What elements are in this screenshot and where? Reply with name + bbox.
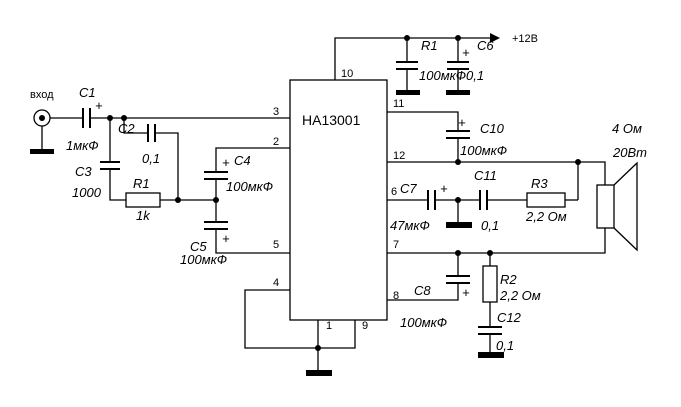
wire-c2 — [123, 118, 179, 200]
r3-ref: R3 — [531, 176, 548, 191]
c6-ref: R1 — [421, 38, 438, 53]
c2-symbol — [147, 124, 156, 142]
c3-symbol — [100, 161, 120, 170]
c5-symbol — [204, 221, 228, 230]
pin-9: 9 — [362, 320, 368, 332]
wire-c5 — [215, 229, 290, 254]
ground-icon — [478, 352, 504, 358]
c8-symbol — [446, 275, 470, 284]
junction-dot — [175, 197, 181, 203]
c7-value: 47мкФ — [390, 218, 430, 233]
speaker-power: 20Вт — [612, 145, 647, 160]
c5-ref: C5 — [190, 239, 207, 254]
polarity-mark: + — [462, 285, 470, 300]
c6-value: 100мкФ — [419, 68, 466, 83]
pin-4: 4 — [273, 277, 279, 289]
pin-3: 3 — [273, 106, 279, 118]
r1-value: 1k — [136, 208, 151, 223]
r2-ref: R2 — [500, 272, 517, 287]
c3-ref: C3 — [75, 164, 92, 179]
pin-11: 11 — [393, 98, 404, 110]
polarity-mark: + — [458, 115, 466, 130]
supply-arrow-icon — [490, 33, 500, 43]
input-connector-center — [39, 115, 45, 121]
pin-1: 1 — [326, 320, 332, 332]
c11-value: 0,1 — [481, 218, 499, 233]
polarity-mark: + — [440, 181, 448, 196]
pin-7: 7 — [393, 239, 399, 251]
ground-icon — [30, 149, 54, 154]
wire-c4 — [215, 147, 290, 222]
polarity-mark: + — [462, 45, 470, 60]
c8-value: 100мкФ — [400, 315, 447, 330]
r3-value: 2,2 Ом — [525, 209, 567, 224]
r2-value: 2,2 Ом — [499, 288, 541, 303]
c9-value: 0,1 — [466, 68, 484, 83]
wire-supply-rail — [334, 37, 498, 80]
c9-symbol — [447, 61, 469, 70]
c2-ref: C2 — [118, 121, 135, 136]
polarity-mark: + — [95, 98, 103, 113]
speaker-cone-icon — [613, 161, 638, 252]
ic-name: HA13001 — [302, 112, 361, 128]
r2-symbol — [482, 265, 498, 303]
r3-symbol — [526, 192, 566, 208]
pin-2: 2 — [273, 136, 279, 148]
c5-value: 100мкФ — [180, 252, 227, 267]
wire-c8 — [387, 253, 459, 301]
junction-dot — [575, 159, 581, 165]
pin-10: 10 — [341, 68, 353, 80]
c11-ref: C11 — [474, 168, 497, 183]
junction-dot — [315, 345, 321, 351]
wire-c3 — [109, 118, 126, 201]
c4-value: 100мкФ — [226, 179, 273, 194]
c12-ref: C12 — [497, 310, 522, 325]
c12-value: 0,1 — [496, 338, 514, 353]
c2-value: 0,1 — [142, 151, 160, 166]
ground-icon — [446, 222, 472, 228]
c7-ref: C7 — [400, 181, 417, 196]
c3-value: 1000 — [72, 185, 102, 200]
r1-symbol — [125, 192, 161, 208]
c9-ref: C6 — [477, 38, 494, 53]
wire-c10 — [387, 111, 459, 162]
c10-ref: C10 — [480, 121, 505, 136]
polarity-mark: + — [222, 155, 230, 170]
wire-ground-loop — [244, 289, 356, 370]
c12-symbol — [478, 326, 502, 335]
input-label: вход — [30, 89, 54, 101]
supply-label: +12B — [512, 33, 538, 45]
c1-ref: C1 — [79, 85, 96, 100]
speaker-icon — [596, 184, 615, 229]
ground-icon — [306, 370, 332, 376]
r1-ref: R1 — [133, 176, 150, 191]
c8-ref: C8 — [414, 283, 431, 298]
pin-5: 5 — [273, 239, 279, 251]
c4-ref: C4 — [234, 153, 251, 168]
pin-12: 12 — [393, 150, 405, 162]
c11-symbol — [479, 190, 488, 210]
polarity-mark: + — [222, 231, 230, 246]
c10-symbol — [446, 130, 470, 139]
c6-symbol — [396, 61, 418, 70]
c7-symbol — [427, 190, 436, 210]
ground-icon — [396, 90, 420, 95]
speaker-impedance: 4 Ом — [612, 121, 642, 136]
c1-value: 1мкФ — [66, 138, 99, 153]
c4-symbol — [204, 171, 228, 180]
c10-value: 100мкФ — [460, 143, 507, 158]
ground-icon — [446, 90, 470, 95]
pin-8: 8 — [393, 290, 399, 302]
pin-6: 6 — [391, 186, 397, 198]
c1-symbol — [82, 108, 91, 128]
